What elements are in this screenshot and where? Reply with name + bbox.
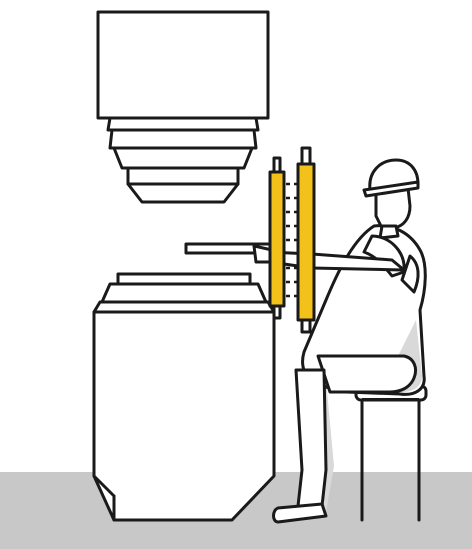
safety-light-curtain-icon (268, 146, 316, 334)
seated-worker-with-hardhat-icon (252, 158, 427, 524)
light-curtain-beams (286, 182, 298, 298)
press-lower-base-icon (92, 272, 276, 522)
press-upper-tool-icon (96, 10, 270, 204)
